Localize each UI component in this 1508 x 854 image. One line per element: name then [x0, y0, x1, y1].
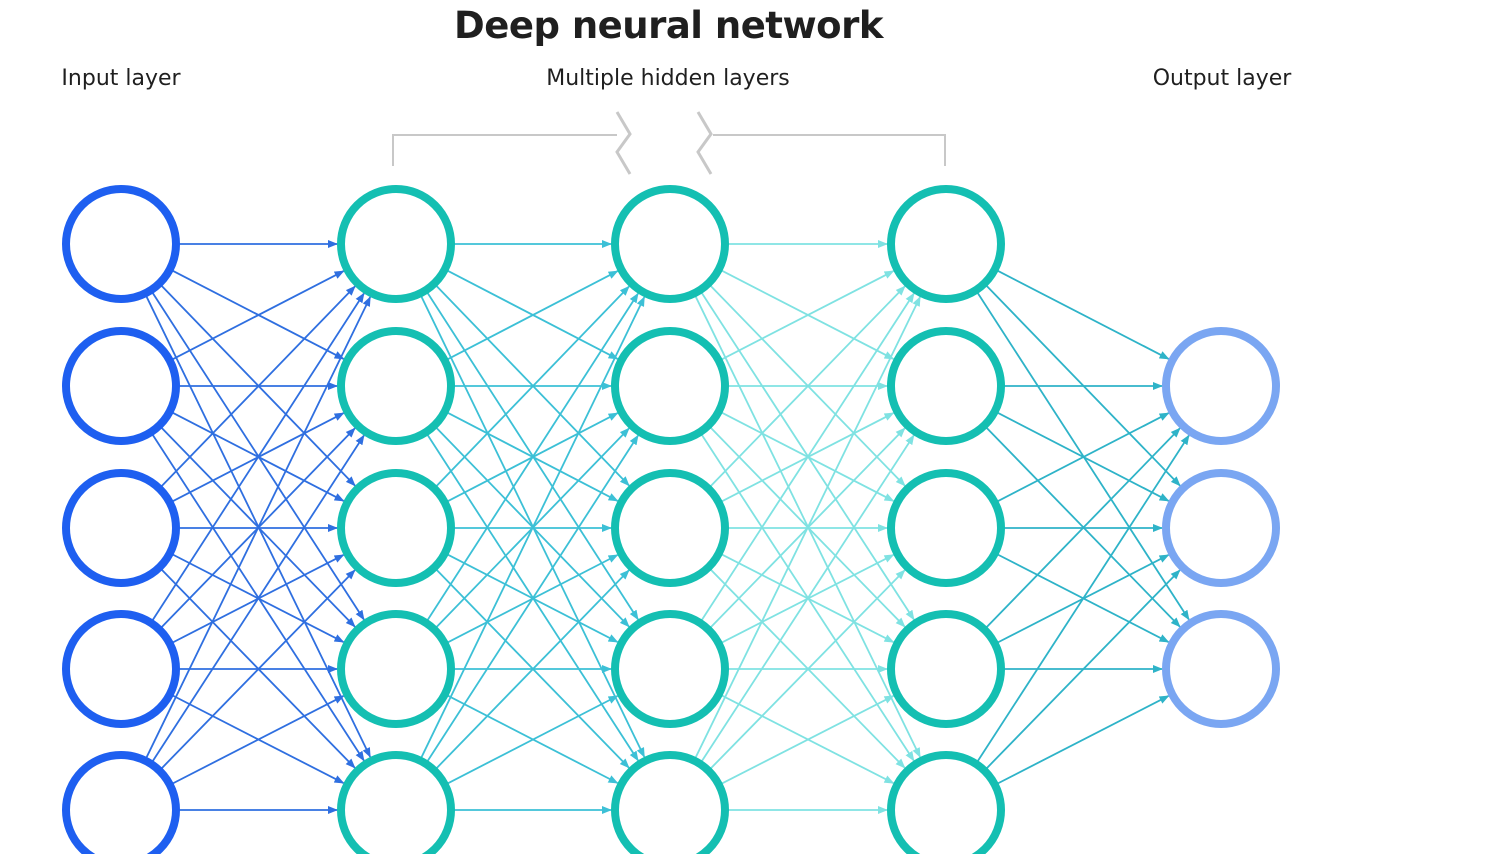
hidden-node-l1-0 — [337, 185, 455, 303]
connection-l2-n4-to-n1 — [700, 434, 915, 763]
connection-l2-n4-to-n0 — [694, 296, 921, 760]
hidden-node-l1-2 — [337, 469, 455, 587]
connection-l0-n1-to-n4 — [151, 433, 365, 762]
connection-l1-n4-to-n2 — [435, 569, 630, 770]
connections — [145, 240, 1190, 814]
connection-l3-n2-to-n0 — [996, 412, 1170, 503]
hidden-node-l2-0 — [611, 185, 729, 303]
connection-l3-n4-to-n0 — [976, 434, 1190, 763]
hidden-node-l3-1 — [887, 327, 1005, 445]
connection-l2-n1-to-n0 — [720, 270, 895, 361]
output-node-l4-2 — [1162, 610, 1280, 728]
output-layer-label: Output layer — [1152, 66, 1292, 91]
connection-l1-n2-to-n0 — [434, 285, 630, 488]
output-node-l4-0 — [1162, 327, 1280, 445]
connection-l1-n4-to-n0 — [419, 296, 646, 760]
connection-l0-n3-to-n0 — [151, 292, 365, 622]
connection-l3-n3-to-n0 — [985, 427, 1181, 629]
connection-l0-n1-to-n0 — [171, 270, 345, 361]
connection-l1-n4-to-n3 — [446, 695, 619, 785]
input-layer-label: Input layer — [61, 66, 181, 91]
connection-l2-n4-to-n3 — [720, 694, 895, 785]
hidden-node-l2-1 — [611, 327, 729, 445]
connection-l1-n1-to-n0 — [446, 270, 619, 361]
nodes — [62, 185, 1280, 854]
connection-l1-n1-to-n4 — [426, 433, 639, 762]
connection-l3-n0-to-n0 — [996, 269, 1170, 360]
hidden-layers-bracket — [392, 111, 946, 175]
input-node-l0-0 — [62, 185, 180, 303]
hidden-node-l1-4 — [337, 751, 455, 854]
connection-l0-n4-to-n1 — [151, 434, 365, 763]
hidden-layers-label: Multiple hidden layers — [546, 66, 790, 91]
connection-l0-n4-to-n3 — [171, 695, 345, 785]
connection-l1-n0-to-n3 — [426, 291, 639, 621]
connection-l0-n4-to-n0 — [145, 296, 372, 760]
connection-l0-n4-to-n2 — [160, 569, 356, 770]
connection-l1-n3-to-n0 — [426, 292, 639, 622]
connection-l2-n0-to-n3 — [700, 291, 915, 621]
connection-l2-n2-to-n0 — [709, 285, 906, 488]
connection-l2-n4-to-n2 — [709, 569, 906, 770]
connection-l3-n4-to-n1 — [985, 569, 1181, 770]
input-node-l0-3 — [62, 610, 180, 728]
input-node-l0-4 — [62, 751, 180, 854]
connection-l1-n4-to-n1 — [426, 434, 639, 763]
hidden-node-l1-1 — [337, 327, 455, 445]
hidden-node-l2-4 — [611, 751, 729, 854]
hidden-node-l3-0 — [887, 185, 1005, 303]
hidden-node-l3-2 — [887, 469, 1005, 587]
hidden-node-l3-4 — [887, 751, 1005, 854]
connection-l3-n1-to-n2 — [985, 426, 1181, 628]
connection-l2-n3-to-n0 — [700, 292, 915, 622]
diagram-title: Deep neural network — [454, 4, 883, 47]
output-node-l4-1 — [1162, 469, 1280, 587]
hidden-node-l3-3 — [887, 610, 1005, 728]
connection-l0-n2-to-n0 — [160, 285, 356, 488]
hidden-node-l2-2 — [611, 469, 729, 587]
connection-l3-n4-to-n2 — [996, 695, 1170, 785]
connection-l3-n0-to-n2 — [976, 291, 1190, 621]
input-node-l0-2 — [62, 469, 180, 587]
hidden-node-l1-3 — [337, 610, 455, 728]
hidden-node-l2-3 — [611, 610, 729, 728]
input-node-l0-1 — [62, 327, 180, 445]
